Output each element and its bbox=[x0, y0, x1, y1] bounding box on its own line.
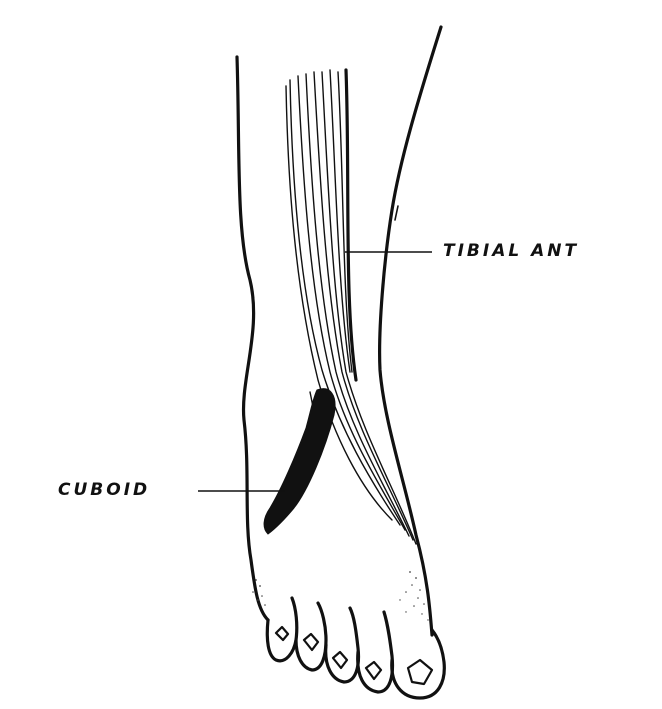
toenail-2 bbox=[302, 632, 320, 652]
toe-4 bbox=[356, 610, 395, 694]
toenail-1 bbox=[274, 625, 290, 642]
shading bbox=[252, 571, 429, 621]
tibial-ant-label: TIBIAL ANT bbox=[443, 241, 580, 261]
toes bbox=[265, 596, 446, 700]
ankle-detail bbox=[394, 205, 399, 221]
cuboid-label: CUBOID bbox=[58, 480, 151, 500]
toenail-3 bbox=[331, 650, 349, 670]
toe-2 bbox=[294, 601, 328, 672]
toe-3 bbox=[324, 606, 361, 684]
toenail-4 bbox=[364, 660, 383, 681]
toe-5 bbox=[390, 628, 446, 700]
toe-1 bbox=[265, 596, 299, 663]
leg-left-outline bbox=[235, 55, 270, 622]
cuboid-region bbox=[263, 388, 336, 535]
leg-right-outline bbox=[378, 25, 443, 637]
toenail-5 bbox=[406, 658, 434, 686]
